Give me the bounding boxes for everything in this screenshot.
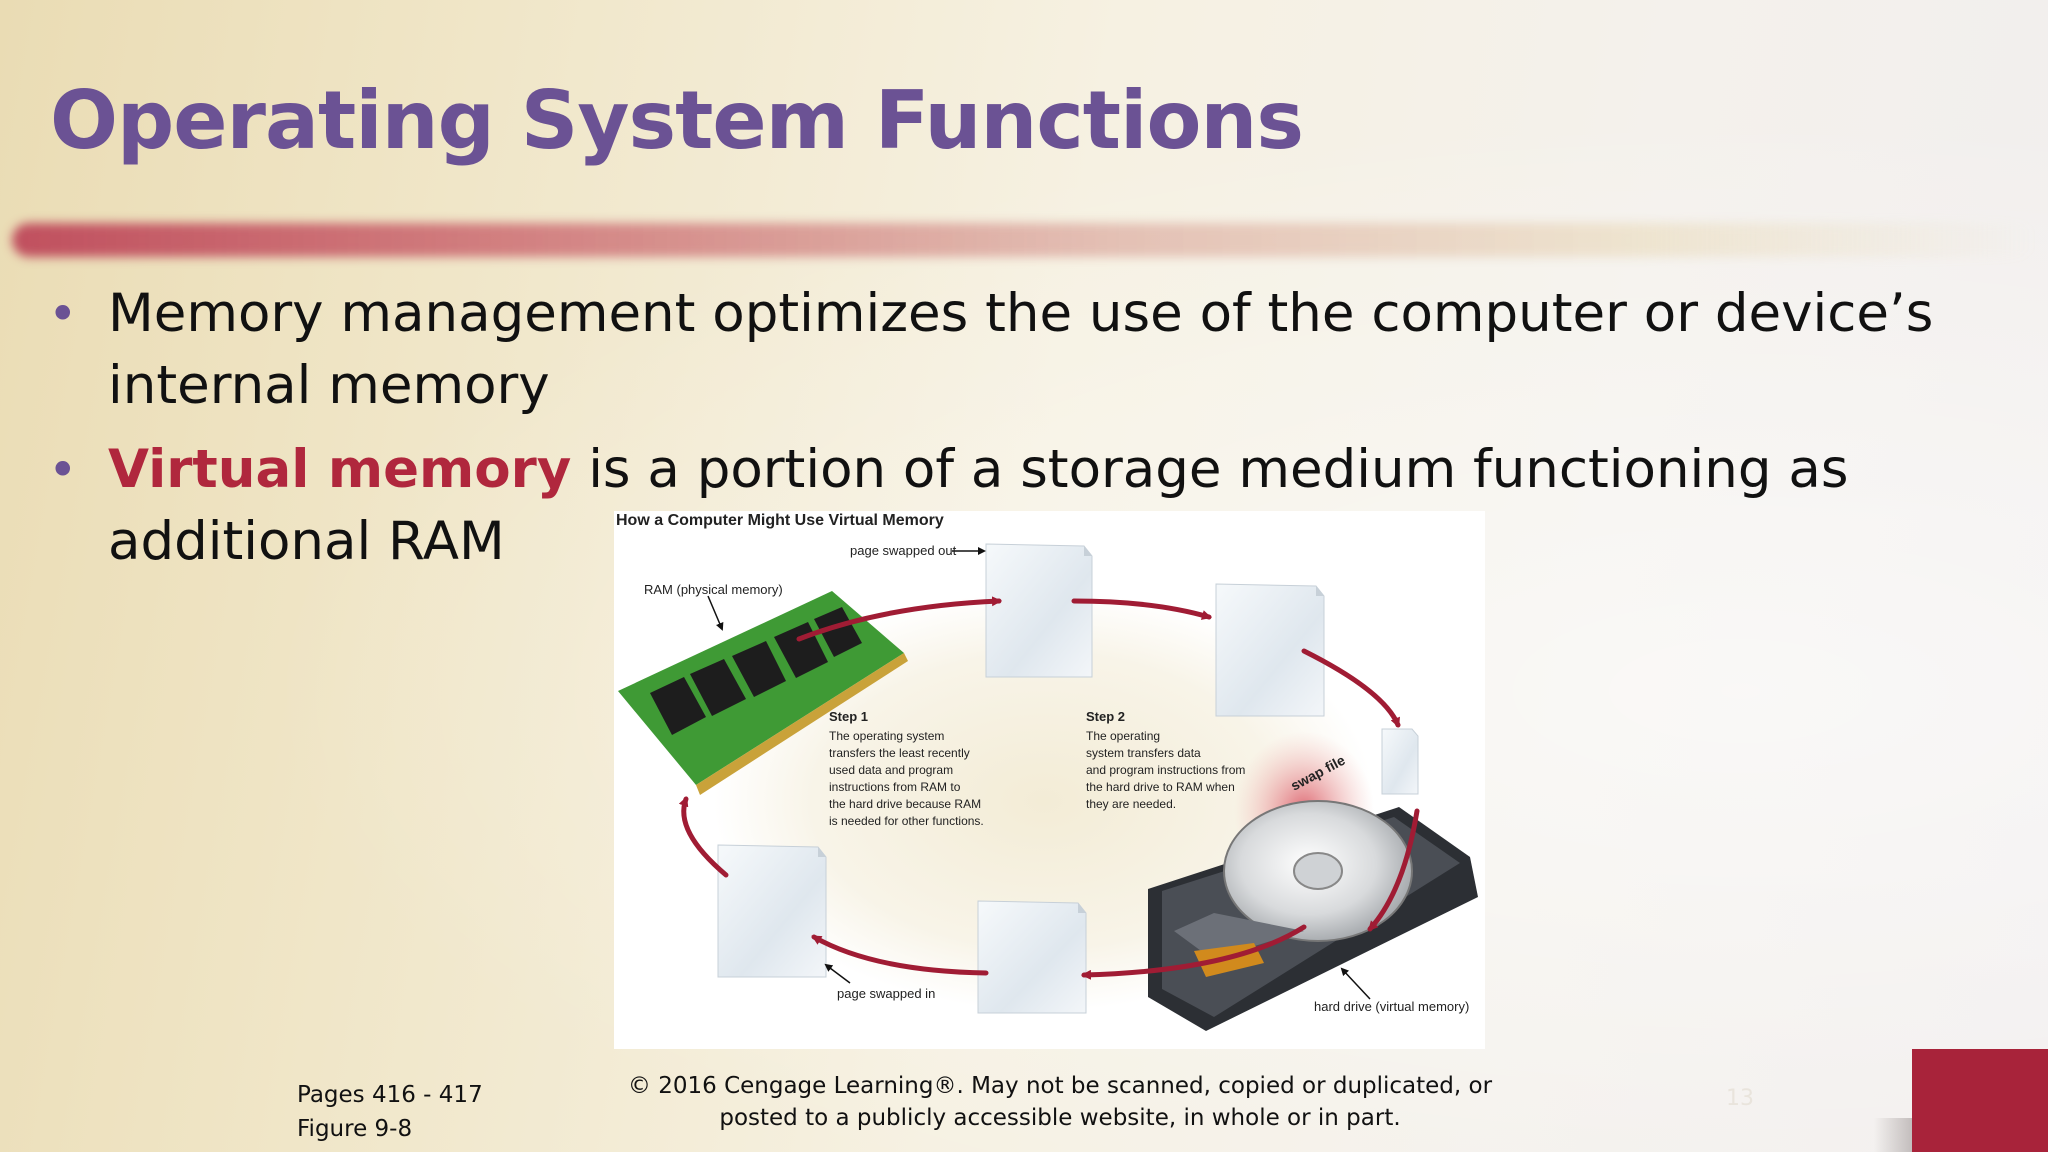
arrow-icon — [707, 595, 724, 631]
step-1-line: The operating system — [829, 729, 944, 743]
step-2-heading: Step 2 — [1086, 709, 1125, 724]
label-page-swapped-in: page swapped in — [837, 986, 935, 1001]
footer-pages: Pages 416 - 417 — [297, 1082, 483, 1108]
arrow-icon — [1081, 924, 1307, 980]
step-2-line: they are needed. — [1086, 797, 1176, 811]
hard-drive-icon — [1148, 800, 1478, 1031]
corner-accent-block — [1912, 1049, 2048, 1152]
label-ram: RAM (physical memory) — [644, 582, 783, 597]
bullet-list: • Memory management optimizes the use of… — [48, 278, 2008, 590]
bullet-text: Memory management optimizes the use of t… — [108, 283, 1934, 416]
step-1-line: is needed for other functions. — [829, 814, 984, 828]
bullet-text: is a portion of a storage medium functio… — [108, 439, 1849, 572]
arrow-icon — [678, 796, 729, 878]
ram-module-icon — [618, 591, 908, 795]
arrow-icon — [824, 963, 851, 984]
bullet-virtual-memory: • Virtual memory is a portion of a stora… — [48, 434, 2008, 578]
step-2-line: and program instructions from — [1086, 763, 1245, 777]
virtual-memory-figure: How a Computer Might Use Virtual Memory — [614, 511, 1485, 1049]
document-page-icon — [977, 900, 1087, 1014]
step-2-line: The operating — [1086, 729, 1160, 743]
step-2-line: the hard drive to RAM when — [1086, 780, 1235, 794]
bullet-memory-management: • Memory management optimizes the use of… — [48, 278, 2008, 422]
step-1-line: instructions from RAM to — [829, 780, 961, 794]
label-hard-drive: hard drive (virtual memory) — [1314, 999, 1469, 1014]
arrow-icon — [1071, 598, 1212, 620]
arrow-icon — [811, 934, 989, 976]
document-page-icon — [717, 844, 827, 978]
step-1-heading: Step 1 — [829, 709, 868, 724]
slide-number: 13 — [1726, 1086, 1754, 1111]
corner-shadow — [1874, 1118, 1918, 1152]
document-page-icon — [1381, 728, 1419, 795]
label-page-swapped-out: page swapped out — [850, 543, 957, 558]
arrow-icon — [1340, 967, 1371, 1000]
step-2-text: Step 2 The operating system transfers da… — [1086, 709, 1245, 811]
slide-title: Operating System Functions — [50, 74, 1304, 167]
step-1-line: used data and program — [829, 763, 953, 777]
copyright-line-2: posted to a publicly accessible website,… — [719, 1105, 1401, 1131]
step-2-line: system transfers data — [1086, 746, 1201, 760]
arrow-icon — [796, 596, 1002, 642]
bullet-highlight-term: Virtual memory — [108, 439, 572, 500]
bullet-dot-icon: • — [48, 441, 78, 499]
arrow-icon — [1301, 648, 1401, 728]
footer-copyright: © 2016 Cengage Learning®. May not be sca… — [620, 1070, 1500, 1134]
copyright-line-1: © 2016 Cengage Learning®. May not be sca… — [627, 1073, 1493, 1099]
figure-title: How a Computer Might Use Virtual Memory — [616, 512, 944, 529]
title-divider — [12, 223, 2036, 257]
figure-graphic: How a Computer Might Use Virtual Memory — [616, 512, 1478, 1031]
document-page-icon — [985, 543, 1093, 678]
step-1-line: transfers the least recently — [829, 746, 970, 760]
bullet-dot-icon: • — [48, 285, 78, 343]
document-page-icon — [1215, 583, 1325, 717]
arrow-icon — [1367, 808, 1420, 932]
footer-figure-ref: Figure 9-8 — [297, 1116, 413, 1142]
step-1-text: Step 1 The operating system transfers th… — [829, 709, 984, 828]
footer-references: Pages 416 - 417 Figure 9-8 — [297, 1078, 483, 1146]
step-1-line: the hard drive because RAM — [829, 797, 981, 811]
